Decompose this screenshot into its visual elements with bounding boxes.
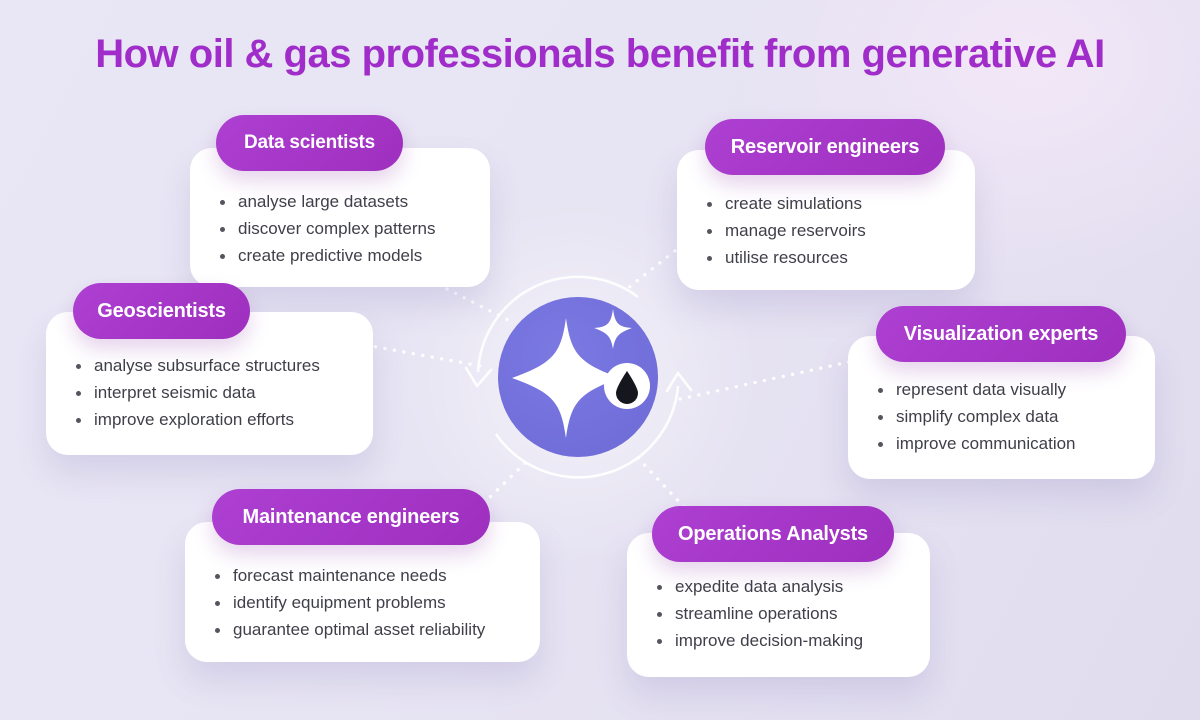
benefit-item: identify equipment problems	[215, 589, 522, 616]
benefit-item: improve decision-making	[657, 627, 912, 654]
benefit-item: improve exploration efforts	[76, 406, 355, 433]
card-data-scientists: analyse large datasets discover complex …	[190, 148, 490, 287]
benefit-list: represent data visually simplify complex…	[848, 336, 1155, 457]
oil-drop-icon	[616, 371, 638, 404]
benefit-item: create predictive models	[220, 242, 472, 269]
card-maintenance-engineers: forecast maintenance needs identify equi…	[185, 522, 540, 662]
benefit-item: simplify complex data	[878, 403, 1137, 430]
benefit-item: analyse large datasets	[220, 188, 472, 215]
large-sparkle-icon	[512, 318, 620, 438]
connector-geoscientists	[364, 343, 488, 369]
badge-geoscientists: Geoscientists	[73, 283, 250, 339]
cycle-arrows-icon	[464, 275, 693, 479]
badge-operations-analysts: Operations Analysts	[652, 506, 894, 562]
benefit-list: analyse large datasets discover complex …	[190, 148, 490, 269]
benefit-item: manage reservoirs	[707, 217, 957, 244]
badge-visualization-experts: Visualization experts	[876, 306, 1126, 362]
benefit-item: create simulations	[707, 190, 957, 217]
benefit-item: analyse subsurface structures	[76, 352, 355, 379]
small-sparkle-icon	[594, 309, 632, 349]
benefit-list: expedite data analysis streamline operat…	[627, 533, 930, 654]
benefit-item: interpret seismic data	[76, 379, 355, 406]
badge-reservoir-engineers: Reservoir engineers	[705, 119, 945, 175]
connector-maintenance-engineers	[484, 461, 527, 503]
benefit-list: create simulations manage reservoirs uti…	[677, 150, 975, 271]
benefit-item: expedite data analysis	[657, 573, 912, 600]
connector-visualization-experts	[678, 358, 860, 401]
benefit-item: discover complex patterns	[220, 215, 472, 242]
connector-data-scientists	[445, 287, 516, 325]
page-title: How oil & gas professionals benefit from…	[95, 32, 1105, 76]
benefit-item: represent data visually	[878, 376, 1137, 403]
badge-data-scientists: Data scientists	[216, 115, 403, 171]
connector-operations-analysts	[636, 456, 686, 509]
benefit-item: forecast maintenance needs	[215, 562, 522, 589]
badge-maintenance-engineers: Maintenance engineers	[212, 489, 490, 545]
benefit-item: guarantee optimal asset reliability	[215, 616, 522, 643]
benefit-list: forecast maintenance needs identify equi…	[185, 522, 540, 643]
benefit-list: analyse subsurface structures interpret …	[46, 312, 373, 433]
benefit-item: improve communication	[878, 430, 1137, 457]
benefit-item: streamline operations	[657, 600, 912, 627]
benefit-item: utilise resources	[707, 244, 957, 271]
sparkle-oil-icon	[512, 309, 650, 438]
